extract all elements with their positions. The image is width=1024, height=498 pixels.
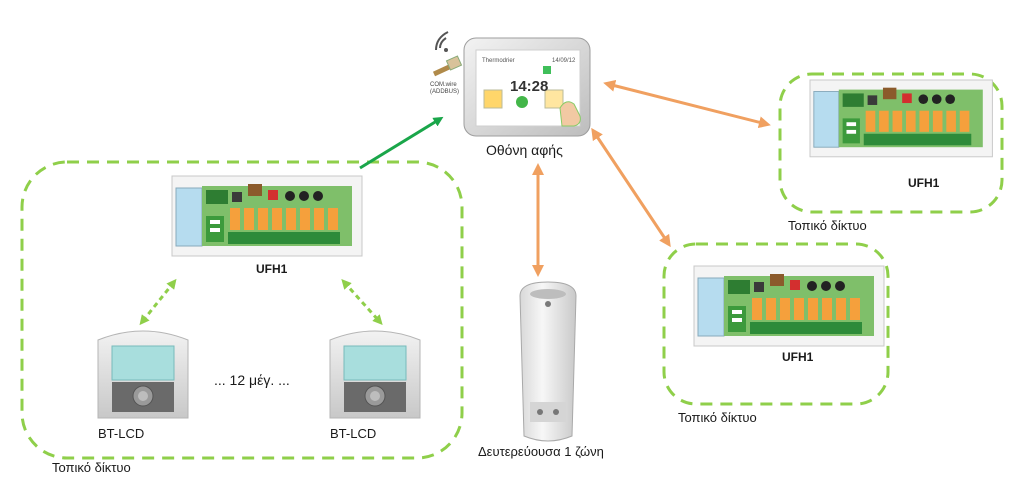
ufh1-label-top-right: UFH1 [908,176,940,190]
network-label-top-right: Τοπικό δίκτυο [788,218,867,233]
left-zone-border [20,160,464,460]
touchscreen-header-right: 14/09/12 [552,58,576,64]
green-dashed-arrow-right [341,279,383,325]
cable-caption-line-2: (ADDBUS) [430,89,460,95]
right-bottom-zone-border [662,242,890,406]
right-top-zone-border [778,72,1004,214]
network-label-left: Τοπικό δίκτυο [52,460,131,475]
secondary-label: Δευτερεύουσα 1 ζώνη [478,444,604,459]
max-twelve-text: ... 12 μέγ. ... [214,372,290,388]
ufh1-board-bottom-right [693,265,885,347]
touchscreen-header-left: Thermodrier [482,58,515,64]
ufh1-board-top-right [809,79,993,158]
network-label-bottom-right: Τοπικό δίκτυο [678,410,757,425]
ufh1-board-left [171,175,363,257]
ufh1-label-bottom-right: UFH1 [782,350,814,364]
orange-arrow-to-top-right [603,79,771,129]
wifi-icon [435,31,449,52]
touchscreen-device [463,37,591,137]
hand-pointer-icon [559,101,581,127]
orange-arrow-to-bottom-right [591,127,671,248]
cable-icon [432,55,463,77]
thermostat-right [329,330,421,419]
thermostat-left-label: BT-LCD [98,426,145,441]
thermostat-left [97,330,189,419]
green-arrow [359,116,444,170]
green-dashed-arrow-left [139,278,177,326]
secondary-unit [519,281,577,442]
touchscreen-time: 14:28 [510,78,549,95]
touchscreen-label: Οθόνη αφής [486,142,563,158]
thermostat-right-label: BT-LCD [330,426,377,441]
ufh1-label-left: UFH1 [256,262,288,276]
cable-caption-line-1: COM.wire [430,82,457,88]
